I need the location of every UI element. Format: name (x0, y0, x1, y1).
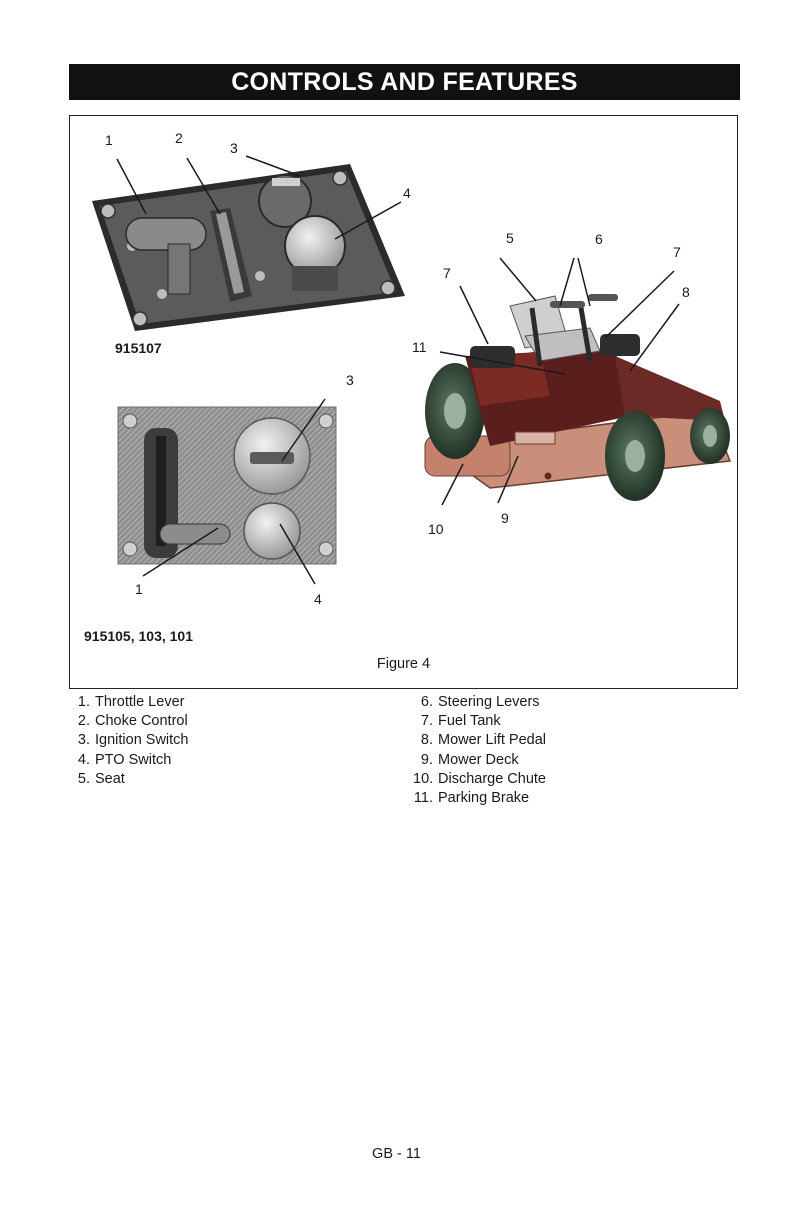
callout-3-upper: 3 (230, 140, 238, 156)
callout-7-left: 7 (443, 265, 451, 281)
callout-10: 10 (428, 521, 444, 537)
legend-item: 5.Seat (70, 770, 189, 789)
page-number: GB - 11 (0, 1146, 793, 1162)
figure-4: 1 2 3 4 3 1 4 5 6 7 7 8 11 10 9 915107 9… (69, 115, 738, 689)
legend-item: 6.Steering Levers (413, 693, 546, 712)
legend-item: 10.Discharge Chute (413, 770, 546, 789)
callout-3-lower: 3 (346, 372, 354, 388)
callout-6: 6 (595, 231, 603, 247)
callout-2-upper: 2 (175, 130, 183, 146)
model-number-915105: 915105, 103, 101 (84, 628, 193, 644)
model-number-915107: 915107 (115, 340, 162, 356)
figure-caption: Figure 4 (70, 656, 737, 672)
callout-4-lower: 4 (314, 591, 322, 607)
legend-item: 7.Fuel Tank (413, 712, 546, 731)
legend-left-column: 1.Throttle Lever 2.Choke Control 3.Ignit… (70, 693, 189, 789)
callout-5: 5 (506, 230, 514, 246)
callout-1-lower: 1 (135, 581, 143, 597)
figure-illustration: 1 2 3 4 3 1 4 5 6 7 7 8 11 10 9 (70, 116, 736, 687)
legend-item: 1.Throttle Lever (70, 693, 189, 712)
callout-7-right: 7 (673, 244, 681, 260)
section-title: CONTROLS AND FEATURES (231, 68, 578, 96)
legend-right-column: 6.Steering Levers 7.Fuel Tank 8.Mower Li… (413, 693, 546, 808)
legend-item: 4.PTO Switch (70, 751, 189, 770)
section-banner: CONTROLS AND FEATURES (69, 64, 740, 100)
legend-item: 8.Mower Lift Pedal (413, 731, 546, 750)
callout-8: 8 (682, 284, 690, 300)
callout-9: 9 (501, 510, 509, 526)
callout-11: 11 (412, 339, 427, 355)
legend-item: 9.Mower Deck (413, 751, 546, 770)
callout-1-upper: 1 (105, 132, 113, 148)
legend-item: 3.Ignition Switch (70, 731, 189, 750)
zero-turn-mower-photo (425, 294, 730, 501)
legend-item: 11.Parking Brake (413, 789, 546, 808)
callout-4-upper: 4 (403, 185, 411, 201)
control-panel-915107-photo (92, 164, 405, 331)
legend-item: 2.Choke Control (70, 712, 189, 731)
